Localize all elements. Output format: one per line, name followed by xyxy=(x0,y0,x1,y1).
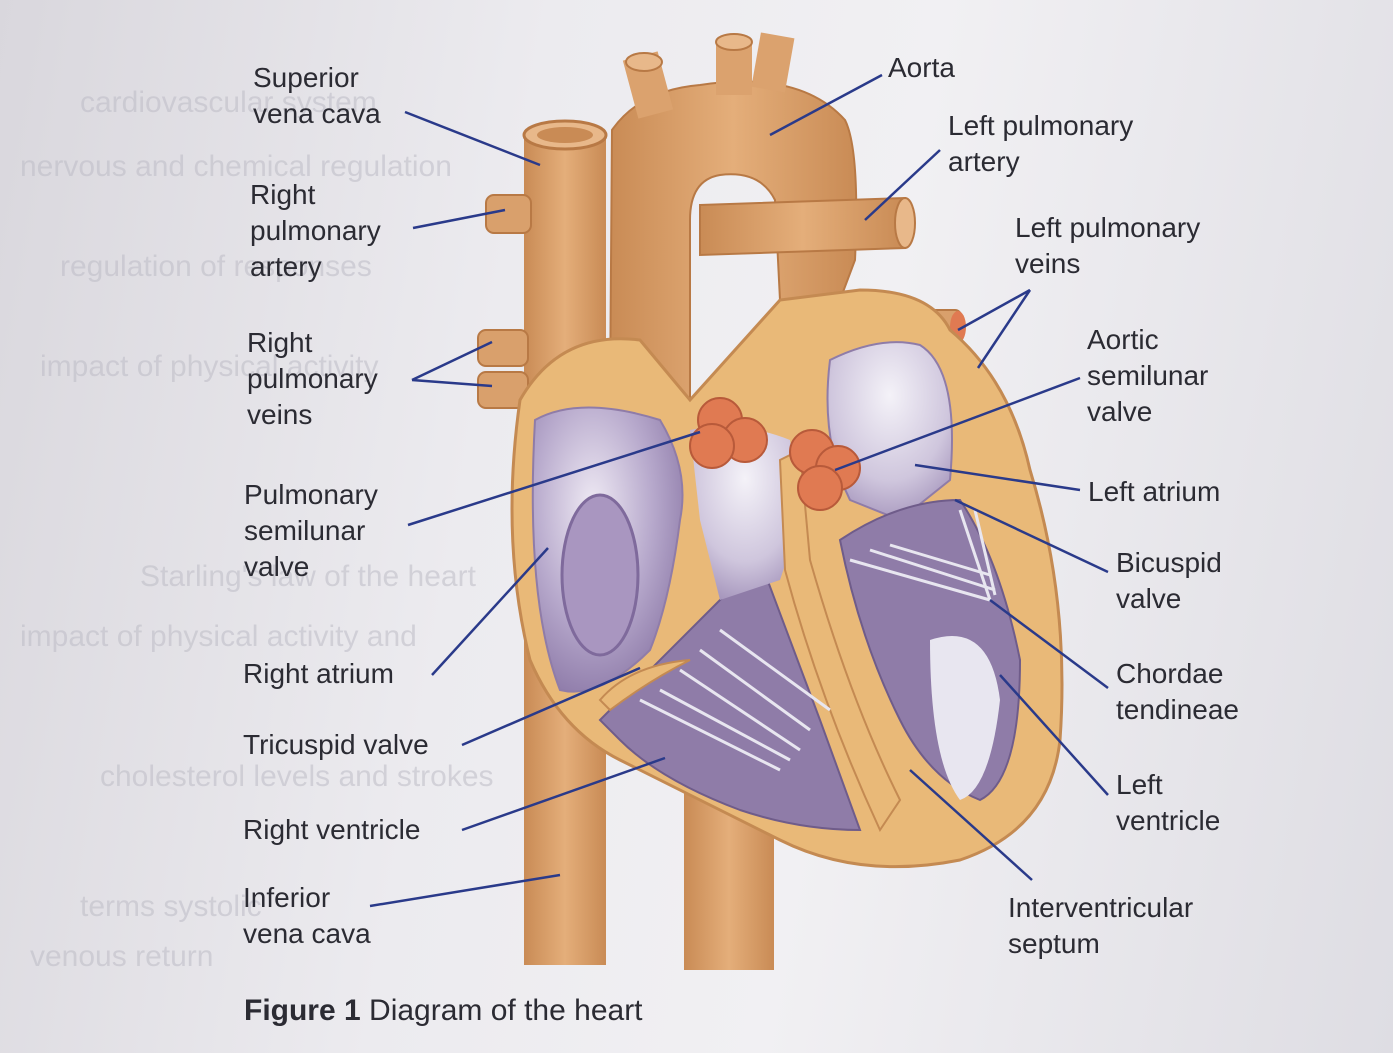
left-atrium-chamber xyxy=(828,342,953,520)
label-left-pulmonary-veins: Left pulmonary veins xyxy=(1015,210,1200,282)
label-aortic-semilunar-valve: Aortic semilunar valve xyxy=(1087,322,1208,430)
label-left-atrium: Left atrium xyxy=(1088,474,1220,510)
label-superior-vena-cava: Superior vena cava xyxy=(253,60,381,132)
figure-number: Figure 1 xyxy=(244,994,361,1027)
label-chordae-tendineae: Chordae tendineae xyxy=(1116,656,1239,728)
left-pulmonary-artery xyxy=(700,198,915,255)
label-right-pulmonary-veins: Right pulmonary veins xyxy=(247,325,378,433)
label-right-ventricle: Right ventricle xyxy=(243,812,420,848)
figure-title: Diagram of the heart xyxy=(369,994,642,1027)
label-left-ventricle: Left ventricle xyxy=(1116,767,1220,839)
label-interventricular-septum: Interventricular septum xyxy=(1008,890,1193,962)
label-bicuspid-valve: Bicuspid valve xyxy=(1116,545,1222,617)
right-atrium-inner xyxy=(562,495,638,655)
figure-caption: Figure 1 Diagram of the heart xyxy=(244,994,643,1028)
label-right-atrium: Right atrium xyxy=(243,656,394,692)
label-tricuspid-valve: Tricuspid valve xyxy=(243,727,429,763)
label-inferior-vena-cava: Inferior vena cava xyxy=(243,880,371,952)
label-left-pulmonary-artery: Left pulmonary artery xyxy=(948,108,1133,180)
label-right-pulmonary-artery: Right pulmonary artery xyxy=(250,177,381,285)
right-pulmonary-vessels xyxy=(478,195,531,408)
label-aorta: Aorta xyxy=(888,50,955,86)
label-pulmonary-semilunar-valve: Pulmonary semilunar valve xyxy=(244,477,378,585)
